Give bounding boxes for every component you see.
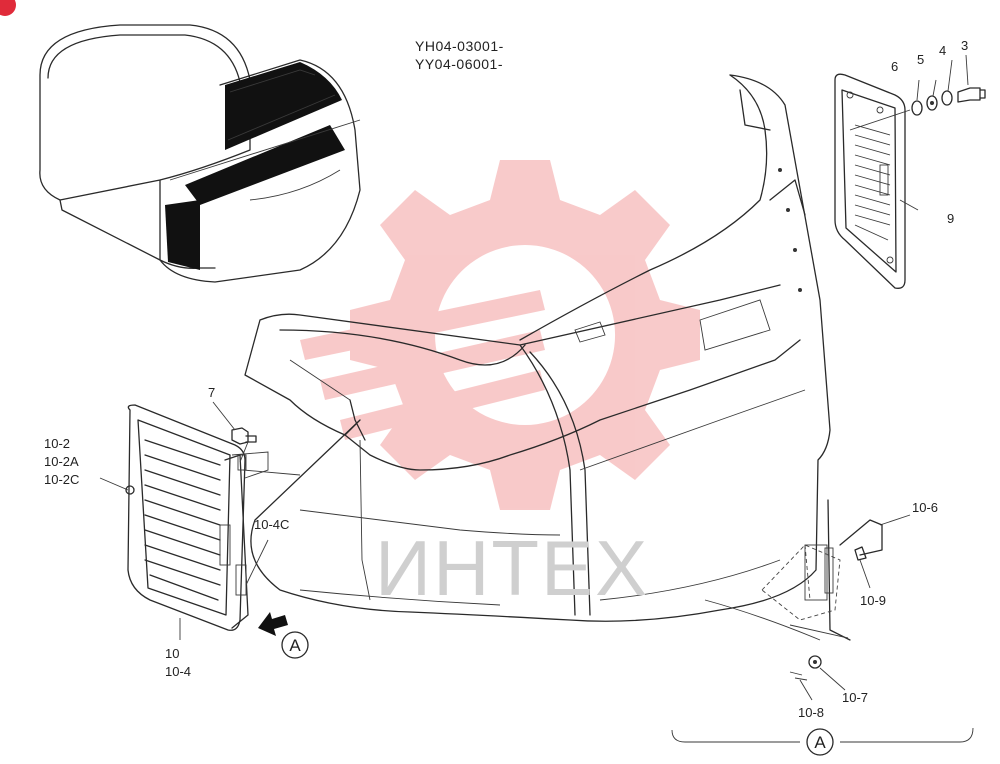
callout-10-4: 10-4 <box>165 664 191 679</box>
callout-10-8: 10-8 <box>798 705 824 720</box>
callout-10-2C: 10-2C <box>44 472 79 487</box>
callout-9: 9 <box>947 211 954 226</box>
callout-10-2: 10-2 <box>44 436 70 451</box>
callout-10-7: 10-7 <box>842 690 868 705</box>
callout-3: 3 <box>961 38 968 53</box>
detail-a-latch-assembly <box>704 499 883 681</box>
side-grille-panel-9 <box>834 73 906 289</box>
engine-hood-body <box>244 74 831 622</box>
callout-10-9: 10-9 <box>860 593 886 608</box>
view-a-marker: A <box>281 631 309 659</box>
callout-10-2A: 10-2A <box>44 454 79 469</box>
leader-lines <box>99 54 969 701</box>
serial-range-line1: YH04-03001- <box>415 38 504 54</box>
watermark-gear-icon <box>300 160 700 510</box>
svg-text:A: A <box>289 636 301 655</box>
detail-a-bracket: A <box>671 727 974 756</box>
callout-4: 4 <box>939 43 946 58</box>
callout-6: 6 <box>891 59 898 74</box>
callout-7: 7 <box>208 385 215 400</box>
corner-badge-icon <box>0 0 16 16</box>
svg-text:A: A <box>814 733 826 752</box>
callout-5: 5 <box>917 52 924 67</box>
serial-range-line2: YY04-06001- <box>415 56 503 72</box>
callout-10-4C: 10-4C <box>254 517 289 532</box>
front-grille-10 <box>125 404 301 631</box>
bolt-7-icon <box>231 427 257 463</box>
callout-10-6: 10-6 <box>912 500 938 515</box>
machine-overview-illustration <box>39 24 361 283</box>
fasteners-3-6 <box>849 87 986 131</box>
watermark-text: ИНТЕХ <box>375 524 649 612</box>
callout-10: 10 <box>165 646 179 661</box>
view-a-arrow-icon <box>258 612 288 636</box>
